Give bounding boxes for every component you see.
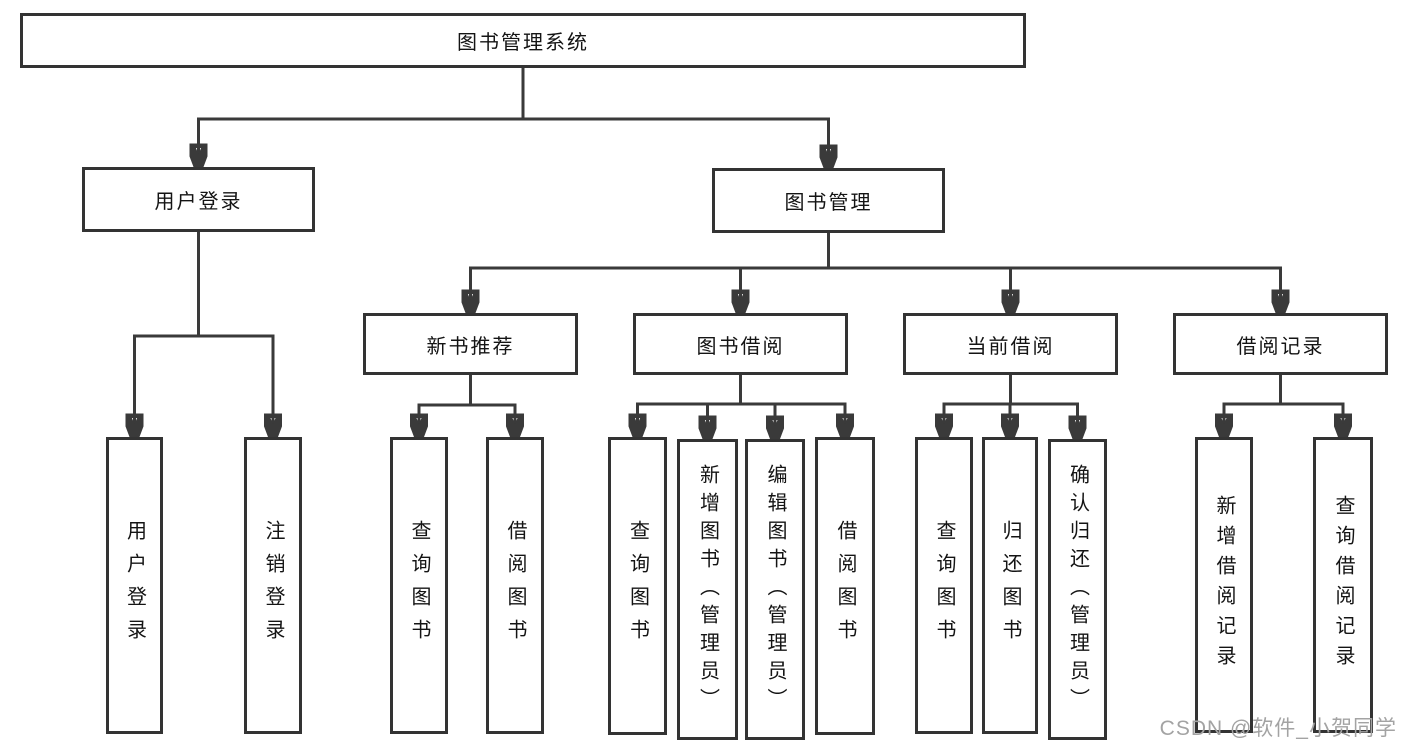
leaf-record-add: 新增借阅记录 [1195,437,1253,733]
node-new-book-recommend-label: 新书推荐 [426,335,515,358]
node-book-borrow-label: 图书借阅 [696,335,785,358]
leaf-current-return-label: 归还图书 [999,519,1021,652]
leaf-borrow-add-label: 新增图书（管理员） [696,463,719,716]
node-borrow-record: 借阅记录 [1173,313,1388,375]
leaf-borrow-edit-label: 编辑图书（管理员） [764,463,786,716]
leaf-borrow-borrow-label: 借阅图书 [834,520,856,652]
leaf-newbook-query-label: 查询图书 [408,519,430,652]
node-book-borrow: 图书借阅 [633,313,848,375]
node-user-login: 用户登录 [82,167,315,232]
node-book-management: 图书管理 [712,168,945,233]
leaf-borrow-query: 查询图书 [608,437,667,735]
leaf-borrow-add: 新增图书（管理员） [677,439,738,740]
leaf-record-query: 查询借阅记录 [1313,437,1373,733]
leaf-newbook-borrow-label: 借阅图书 [504,519,526,652]
leaf-current-return: 归还图书 [982,437,1038,734]
watermark: CSDN @软件_小贺同学 [1159,717,1397,740]
leaf-current-query-label: 查询图书 [933,519,955,652]
node-current-borrow-label: 当前借阅 [966,335,1055,358]
leaf-logout-label: 注销登录 [262,519,284,652]
leaf-current-confirm: 确认归还（管理员） [1048,439,1107,740]
leaf-logout: 注销登录 [244,437,302,734]
leaf-borrow-borrow: 借阅图书 [815,437,875,735]
node-root: 图书管理系统 [20,13,1026,68]
leaf-borrow-edit: 编辑图书（管理员） [745,439,805,740]
leaf-current-confirm-label: 确认归还（管理员） [1066,463,1089,716]
leaf-borrow-query-label: 查询图书 [626,520,649,652]
leaf-user-login-label: 用户登录 [123,519,146,652]
node-borrow-record-label: 借阅记录 [1236,335,1325,358]
node-user-login-label: 用户登录 [154,191,243,213]
node-book-management-label: 图书管理 [784,192,873,214]
node-current-borrow: 当前借阅 [903,313,1118,375]
node-root-label: 图书管理系统 [457,32,589,54]
leaf-newbook-borrow: 借阅图书 [486,437,544,734]
leaf-user-login: 用户登录 [106,437,163,734]
leaf-current-query: 查询图书 [915,437,973,734]
leaf-record-query-label: 查询借阅记录 [1332,495,1354,675]
leaf-newbook-query: 查询图书 [390,437,448,734]
leaf-record-add-label: 新增借阅记录 [1213,495,1235,675]
node-new-book-recommend: 新书推荐 [363,313,578,375]
